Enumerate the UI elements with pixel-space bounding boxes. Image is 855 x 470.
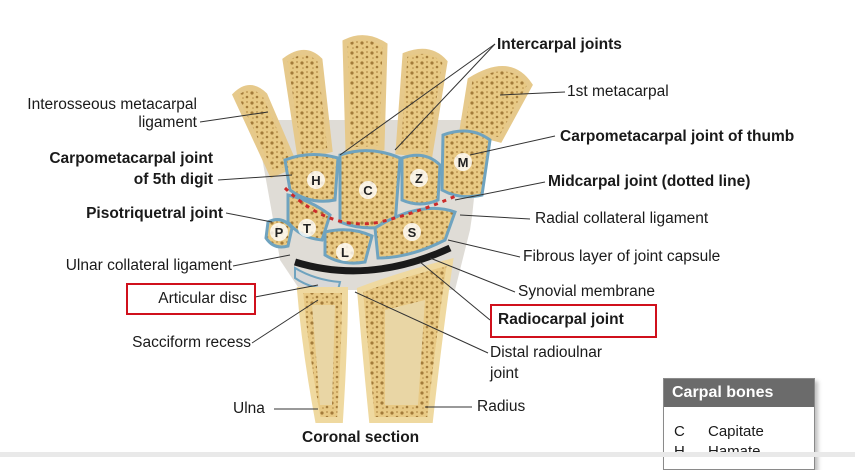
bottom-edge-strip — [0, 452, 855, 457]
label-distal-ru-line1: Distal radioulnar — [490, 344, 602, 361]
legend-row-capitate: C Capitate — [674, 423, 764, 440]
label-articular-disc: Articular disc — [158, 290, 247, 307]
bone-letter-C: C — [363, 183, 373, 198]
label-cmc-5th-line1: Carpometacarpal joint — [49, 150, 213, 167]
bone-letter-S: S — [408, 225, 417, 240]
bone-letter-markers: H C Z M T P L S — [270, 153, 472, 261]
marker-L: L — [336, 243, 354, 261]
label-pisotriquetral: Pisotriquetral joint — [86, 205, 223, 222]
marker-C: C — [359, 181, 377, 199]
label-cmc-thumb: Carpometacarpal joint of thumb — [560, 128, 795, 145]
marker-Z: Z — [410, 169, 428, 187]
label-distal-ru-line2: joint — [490, 365, 519, 382]
label-interosseous-line2: ligament — [138, 114, 197, 131]
marker-P: P — [270, 223, 288, 241]
label-sacciform: Sacciform recess — [132, 334, 251, 351]
label-radius: Radius — [477, 398, 526, 415]
label-interosseous-line1: Interosseous metacarpal — [27, 96, 197, 113]
bone-letter-T: T — [303, 221, 311, 236]
legend-letter: C — [674, 423, 685, 440]
radiocarpal-joint-line — [293, 244, 452, 275]
label-intercarpal-joints: Intercarpal joints — [497, 36, 622, 53]
legend-title: Carpal bones — [664, 379, 814, 407]
radius-marrow — [385, 300, 425, 405]
bone-letter-Z: Z — [415, 171, 423, 186]
label-synovial: Synovial membrane — [518, 283, 655, 300]
marker-H: H — [307, 171, 325, 189]
bone-letter-H: H — [311, 173, 320, 188]
legend-name: Capitate — [708, 423, 764, 440]
legend-letter: H — [674, 443, 708, 460]
label-radial-collateral: Radial collateral ligament — [535, 210, 709, 227]
leader-lines — [199, 43, 566, 410]
ulna-marrow — [312, 305, 335, 405]
label-coronal-section: Coronal section — [302, 429, 420, 446]
highlight-radiocarpal-joint — [490, 304, 657, 338]
label-first-metacarpal: 1st metacarpal — [567, 83, 669, 100]
label-ulnar-collateral: Ulnar collateral ligament — [65, 257, 232, 274]
label-cmc-5th-line2: of 5th digit — [133, 171, 213, 188]
highlight-articular-disc — [126, 283, 256, 315]
marker-M: M — [454, 153, 472, 171]
wrist-coronal-section-diagram: H C Z M T P L S — [199, 35, 566, 423]
metacarpals — [231, 35, 533, 179]
marker-S: S — [403, 223, 421, 241]
bone-letter-L: L — [341, 245, 349, 260]
label-fibrous-layer: Fibrous layer of joint capsule — [523, 248, 721, 265]
label-midcarpal: Midcarpal joint (dotted line) — [548, 173, 751, 190]
marker-T: T — [298, 219, 316, 237]
bone-letter-M: M — [458, 155, 469, 170]
label-ulna: Ulna — [233, 400, 265, 417]
bone-letter-P: P — [275, 225, 284, 240]
label-radiocarpal: Radiocarpal joint — [498, 311, 624, 328]
